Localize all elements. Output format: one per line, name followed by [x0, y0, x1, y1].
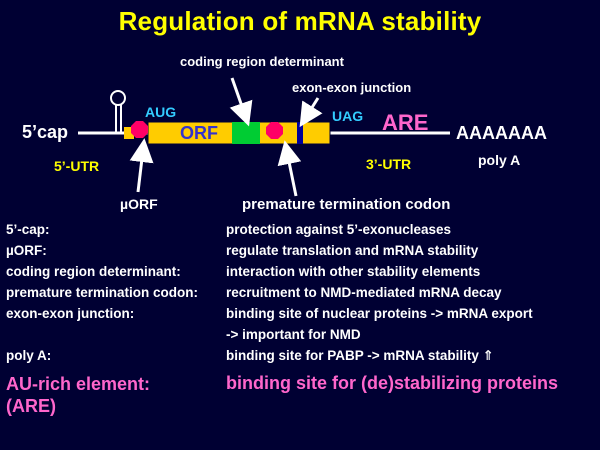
- utr5-label: 5’-UTR: [54, 158, 100, 174]
- definition-term: 5’-cap:: [6, 222, 50, 237]
- slide-title: Regulation of mRNA stability: [118, 6, 482, 36]
- ptc-arrow: [277, 140, 302, 197]
- definition-row: coding region determinant: interaction wi…: [6, 264, 596, 285]
- utr3-label: 3’-UTR: [366, 156, 412, 172]
- exon-junction-label: exon-exon junction: [292, 80, 412, 95]
- cap-label: 5’cap: [22, 122, 69, 142]
- mrna-diagram: [78, 77, 450, 197]
- coding-region-arrow: [229, 77, 253, 127]
- definition-desc: binding site of nuclear proteins -> mRNA…: [226, 306, 533, 321]
- definition-term: µORF:: [6, 243, 47, 258]
- exon-junction-bar: [297, 122, 303, 144]
- definition-desc: protection against 5’-exonucleases: [226, 222, 452, 237]
- definition-term: poly A:: [6, 348, 52, 363]
- orf-label: ORF: [180, 123, 218, 143]
- polya-label: poly A: [478, 152, 521, 168]
- uorf-label: µORF: [120, 196, 158, 212]
- definitions-list: 5’-cap: protection against 5’-exonuclease…: [6, 222, 596, 417]
- definition-row: exon-exon junction: binding site of nucle…: [6, 306, 596, 327]
- uorf-stop-marker: [131, 121, 148, 138]
- uag-label: UAG: [332, 108, 364, 124]
- definition-desc: interaction with other stability element…: [226, 264, 481, 279]
- exon-junction-arrow: [299, 97, 323, 128]
- definition-term: premature termination codon:: [6, 285, 199, 300]
- are-definition-term: AU-rich element: (ARE): [6, 374, 151, 416]
- definition-term: exon-exon junction:: [6, 306, 135, 321]
- coding-region-box: [232, 122, 260, 144]
- ptc-label: premature termination codon: [242, 196, 451, 213]
- ptc-stop-marker: [266, 122, 283, 139]
- utr5-box: [124, 127, 134, 139]
- are-label: ARE: [382, 110, 429, 135]
- definition-desc: recruitment to NMD-mediated mRNA decay: [226, 285, 502, 300]
- definition-row: 5’-cap: protection against 5’-exonuclease…: [6, 222, 596, 243]
- are-definition-row: AU-rich element: (ARE) binding site for …: [6, 373, 596, 417]
- definition-desc: binding site for PABP -> mRNA stability …: [226, 348, 494, 363]
- polya-sequence-label: AAAAAAA: [456, 123, 547, 143]
- definition-desc: regulate translation and mRNA stability: [226, 243, 479, 258]
- definition-desc: -> important for NMD: [226, 327, 361, 342]
- are-definition-desc: binding site for (de)stabilizing protein…: [226, 373, 558, 393]
- aug-label: AUG: [145, 104, 177, 120]
- coding-region-label: coding region determinant: [180, 54, 344, 69]
- definition-row: -> important for NMD: [6, 327, 596, 348]
- definition-row: poly A: binding site for PABP -> mRNA sta…: [6, 348, 596, 369]
- stem-loop-head: [110, 90, 126, 106]
- definition-row: premature termination codon: recruitment …: [6, 285, 596, 306]
- uorf-arrow: [129, 138, 154, 193]
- definition-row: µORF: regulate translation and mRNA stabi…: [6, 243, 596, 264]
- definition-term: coding region determinant:: [6, 264, 181, 279]
